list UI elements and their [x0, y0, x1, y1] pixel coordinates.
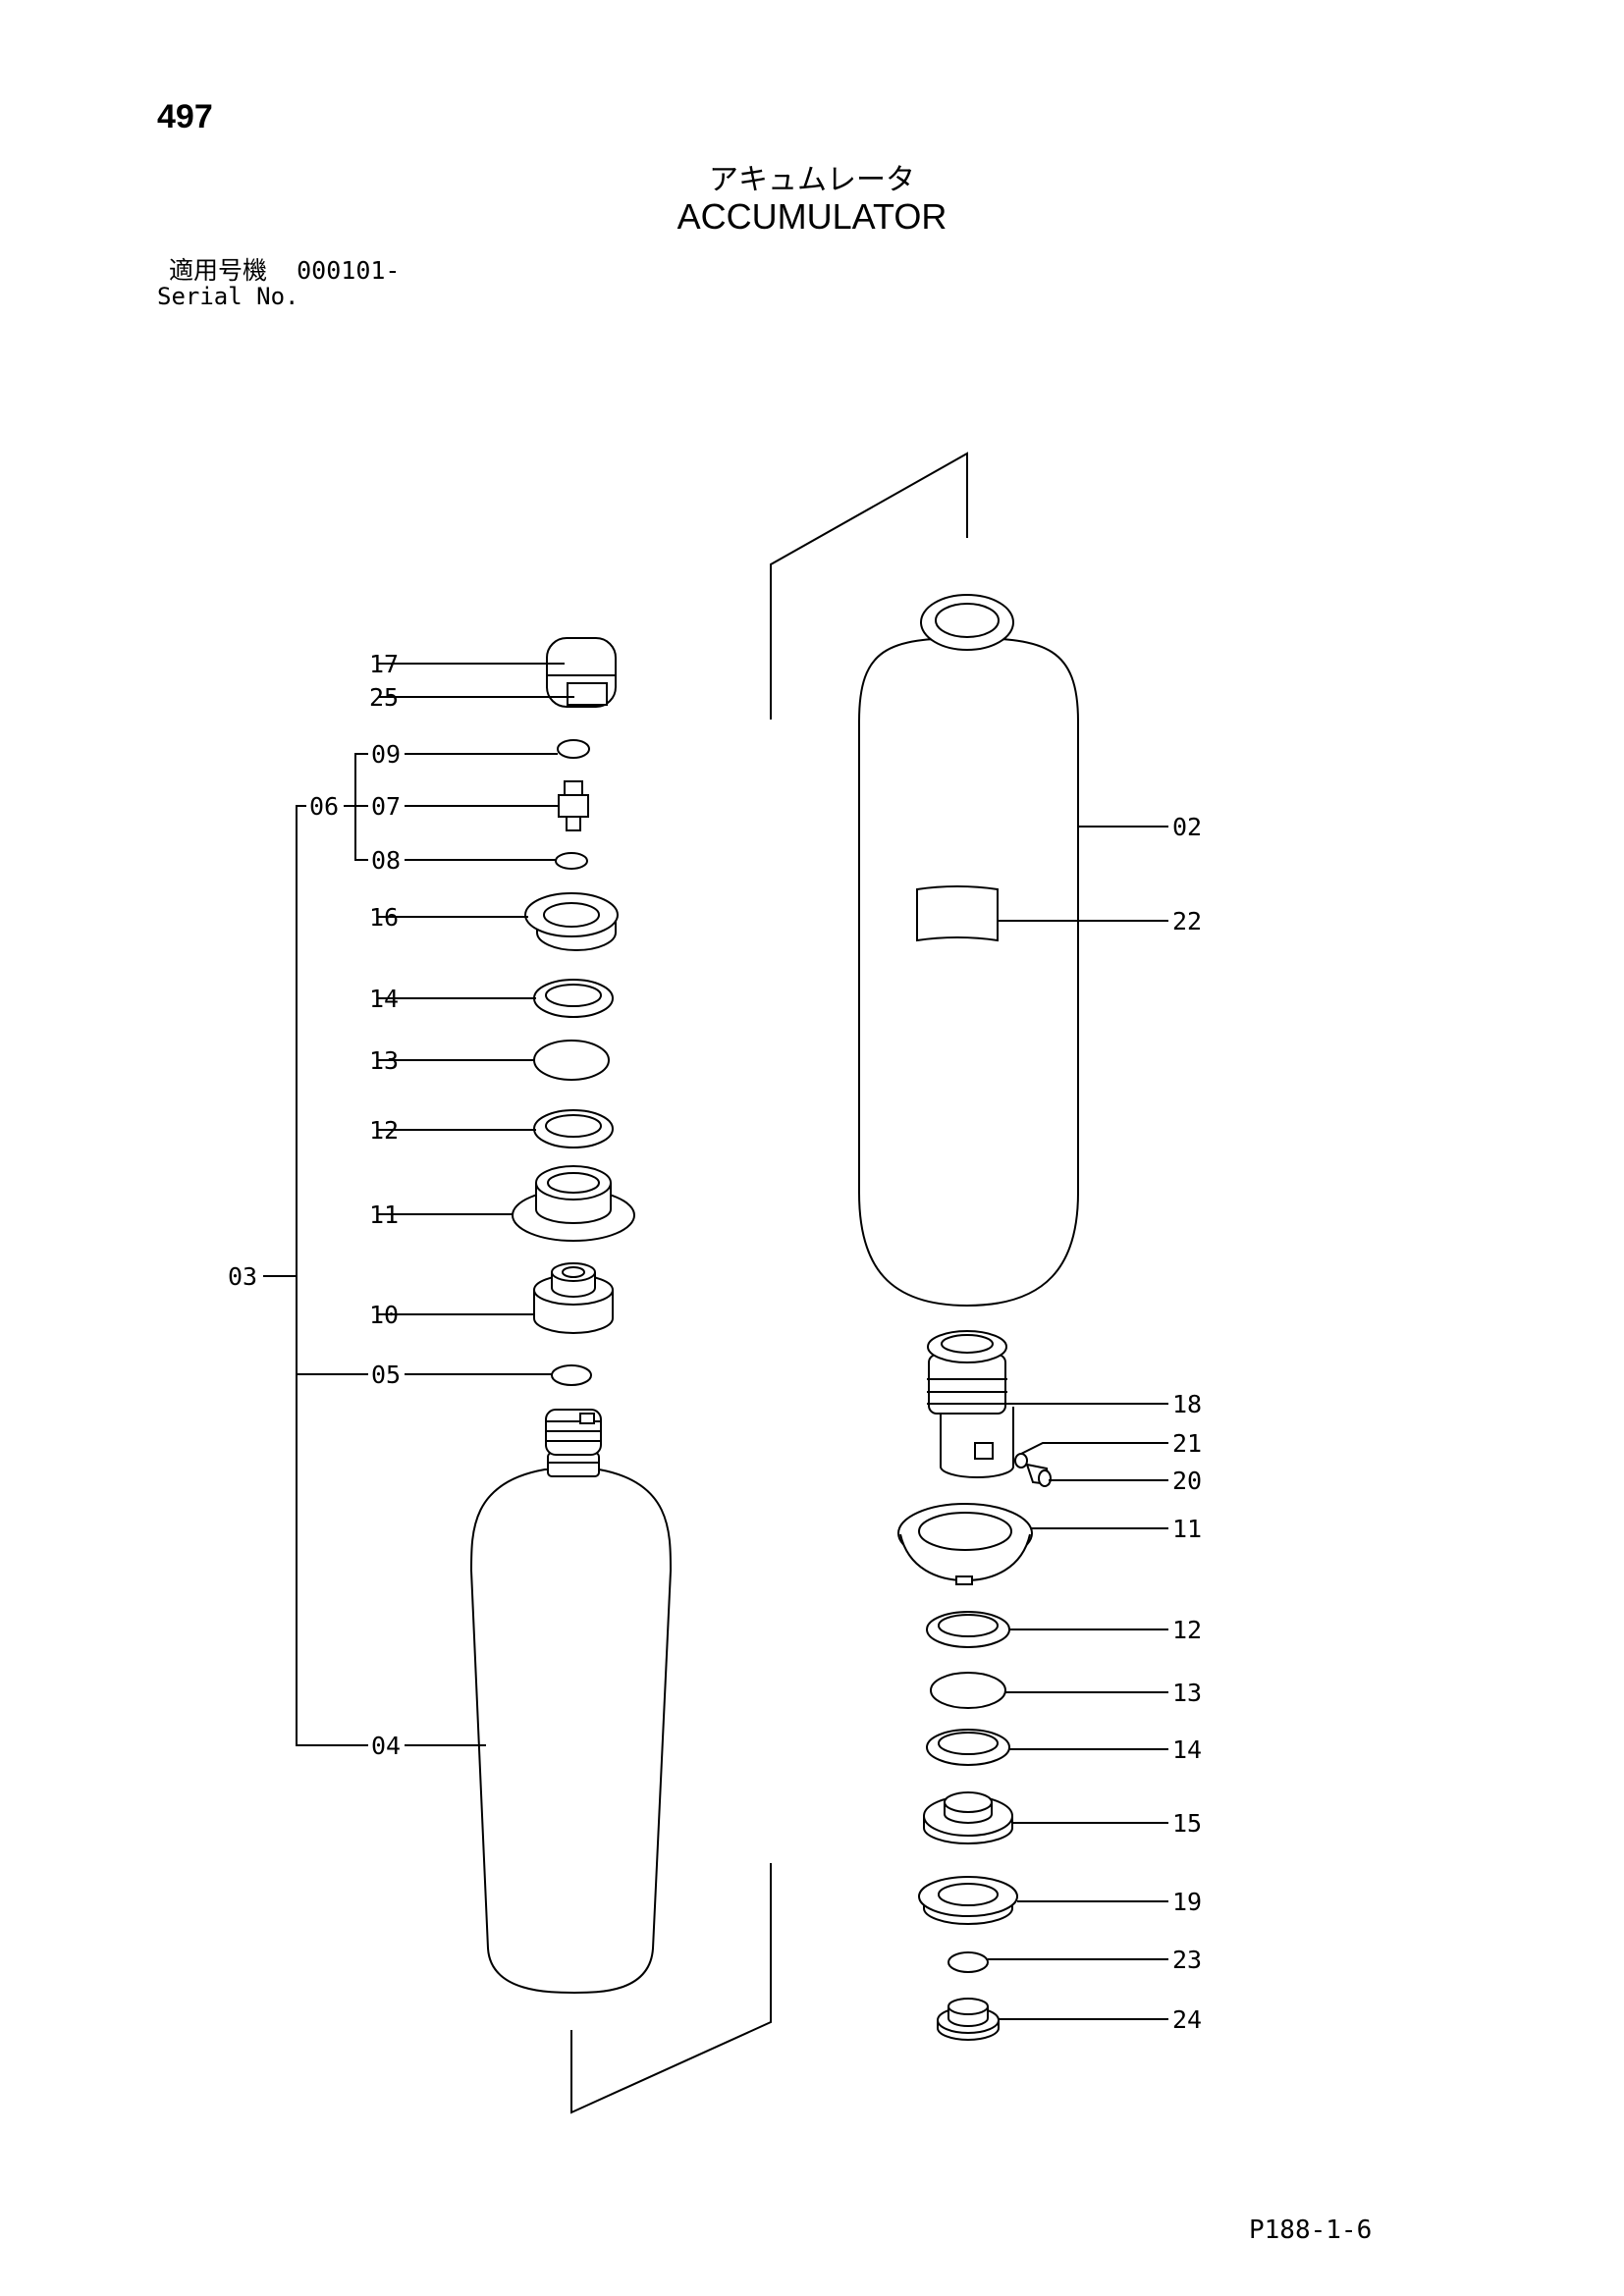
title-japanese: アキュムレータ	[709, 163, 915, 197]
part-02-shell	[858, 594, 1079, 1308]
callout-03: 03	[228, 1262, 257, 1291]
callout-06: 06	[309, 792, 339, 821]
part-12-ring	[533, 1109, 614, 1148]
callout-11-right: 11	[1172, 1515, 1202, 1543]
part-21-seal	[1014, 1453, 1028, 1468]
callout-11: 11	[369, 1201, 399, 1229]
callout-10: 10	[369, 1301, 399, 1329]
page-title: ACCUMULATOR	[677, 196, 947, 237]
left-leader-lines	[263, 663, 574, 1746]
section-break-top	[770, 452, 968, 720]
part-05-o-ring	[551, 1364, 592, 1386]
callout-22: 22	[1172, 907, 1202, 935]
callout-09: 09	[371, 740, 401, 769]
callout-23: 23	[1172, 1946, 1202, 1974]
part-11-right-flange	[897, 1503, 1033, 1585]
callout-15: 15	[1172, 1809, 1202, 1838]
callout-04: 04	[371, 1732, 401, 1760]
right-leader-lines	[988, 826, 1168, 2020]
callout-20: 20	[1172, 1467, 1202, 1495]
part-07-valve	[558, 780, 589, 831]
part-13-right-disc	[930, 1672, 1006, 1709]
serial-label-japanese: 適用号機 000101-	[169, 251, 400, 287]
serial-label-jp-text: 適用号機	[169, 256, 268, 285]
part-15-guide	[923, 1791, 1013, 1844]
callout-17: 17	[369, 650, 399, 678]
serial-label-english: Serial No.	[157, 283, 299, 310]
part-18-valve-body	[927, 1330, 1014, 1478]
part-08-o-ring	[555, 852, 588, 870]
callout-19: 19	[1172, 1888, 1202, 1916]
callout-13-right: 13	[1172, 1679, 1202, 1707]
page-number: 497	[157, 98, 213, 135]
left-callout-labels: 17 25 09 06 07 08 16 14 13 12 11 03 10 0…	[228, 650, 401, 1760]
figure-code: P188-1-6	[1249, 2216, 1373, 2245]
part-11-flange	[512, 1165, 635, 1242]
part-04-bladder	[469, 1409, 673, 1995]
callout-12: 12	[369, 1116, 399, 1145]
part-13-disc	[533, 1040, 610, 1081]
callout-25: 25	[369, 683, 399, 712]
part-23-o-ring	[947, 1951, 989, 1973]
callout-07: 07	[371, 792, 401, 821]
right-callout-labels: 02 22 18 21 20 11 12 13 14 15 19 23 24	[1172, 813, 1202, 2034]
callout-08: 08	[371, 846, 401, 875]
callout-14-right: 14	[1172, 1735, 1202, 1764]
callout-02: 02	[1172, 813, 1202, 841]
serial-value: 000101-	[297, 256, 401, 285]
part-09-seal	[557, 739, 590, 759]
part-19-plate	[918, 1876, 1018, 1925]
callout-05: 05	[371, 1361, 401, 1389]
part-17-cap	[546, 637, 617, 708]
part-24-nut	[937, 1998, 1000, 2041]
part-14-ring	[533, 979, 614, 1018]
callout-16: 16	[369, 903, 399, 932]
part-22-label-plate	[916, 885, 999, 942]
section-break-bottom	[570, 1863, 772, 2114]
callout-13: 13	[369, 1046, 399, 1075]
callout-18: 18	[1172, 1390, 1202, 1418]
callout-24: 24	[1172, 2005, 1202, 2034]
callout-14: 14	[369, 985, 399, 1013]
part-12-right-ring	[926, 1611, 1010, 1648]
callout-12-right: 12	[1172, 1616, 1202, 1644]
part-14-right-ring	[926, 1729, 1010, 1766]
callout-21: 21	[1172, 1429, 1202, 1458]
part-20-plug	[1025, 1463, 1052, 1487]
part-16-plate	[524, 892, 619, 951]
part-10-nut	[533, 1262, 614, 1334]
